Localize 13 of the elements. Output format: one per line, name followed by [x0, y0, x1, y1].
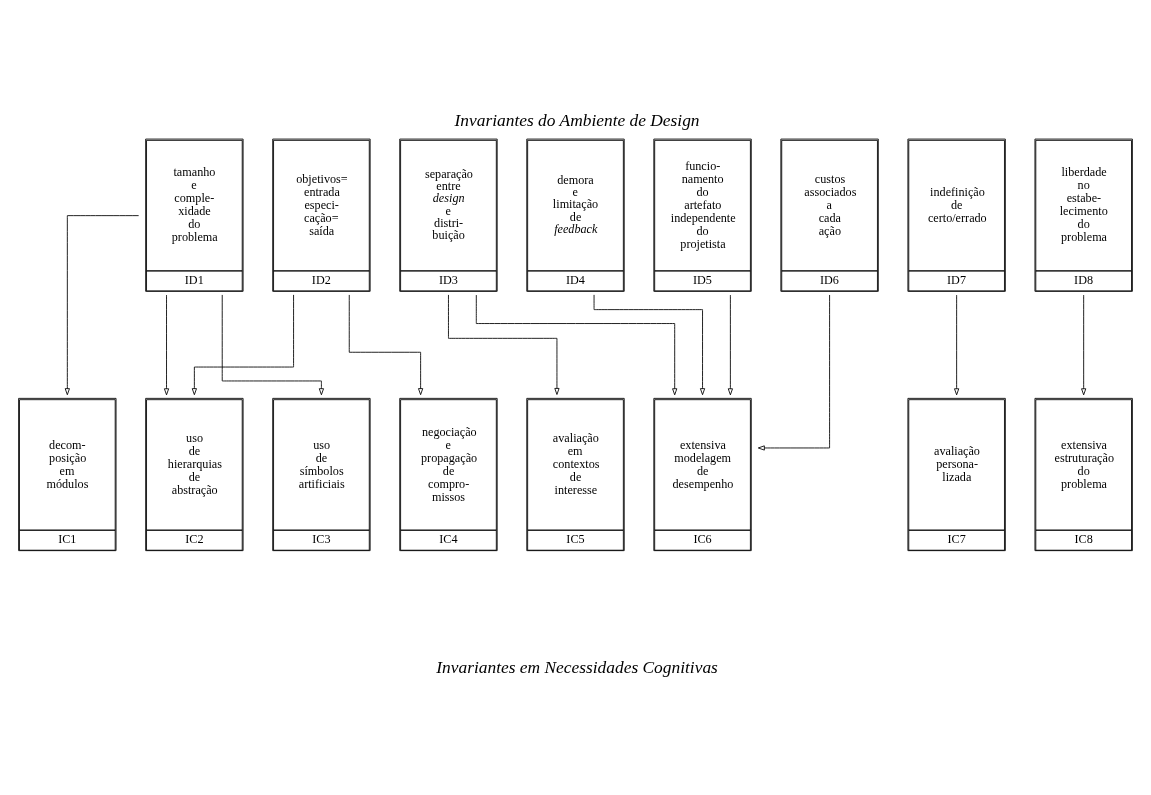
arrow	[1081, 294, 1087, 396]
diagram-title: Invariantes do Ambiente de Design	[454, 110, 700, 131]
arrow	[221, 294, 324, 396]
arrow	[954, 294, 960, 396]
arrow	[64, 215, 140, 396]
caption: Invariantes em Necessidades Cognitivas	[436, 657, 718, 678]
arrow	[163, 294, 170, 396]
arrow	[475, 294, 678, 396]
arrow	[348, 294, 424, 396]
arrow	[448, 294, 560, 395]
arrow	[191, 294, 294, 396]
arrow	[727, 294, 733, 396]
arrow	[757, 294, 830, 451]
